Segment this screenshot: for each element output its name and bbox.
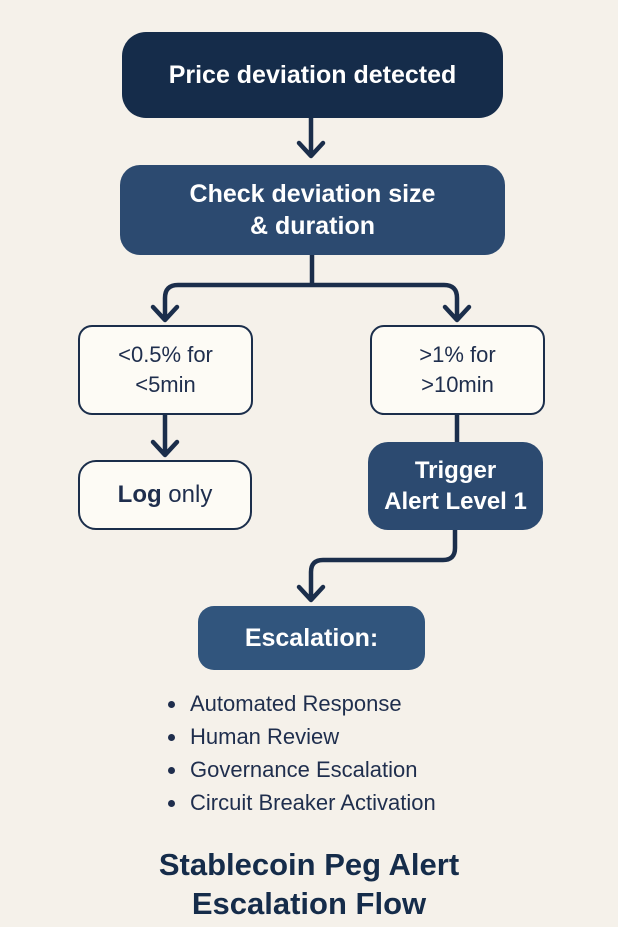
node-label: Price deviation detected: [168, 60, 457, 89]
node-label: Log only: [118, 481, 213, 509]
node-escalation: Escalation:: [198, 606, 425, 670]
node-condition-minor: <0.5% for <5min: [78, 325, 253, 415]
page-title-line1: Stablecoin Peg Alert: [158, 847, 460, 882]
list-item: Circuit Breaker Activation: [188, 786, 436, 819]
list-item: Governance Escalation: [188, 753, 436, 786]
list-item: Automated Response: [188, 687, 436, 720]
connector-start-to-check: [296, 115, 326, 159]
connector-trigger-to-escalation: [296, 527, 458, 603]
node-label-line1: >1% for: [419, 342, 496, 367]
node-label: Escalation:: [244, 623, 379, 652]
node-label-line2: >10min: [421, 372, 494, 397]
connector-branch-split: [150, 252, 472, 323]
node-label-line1: <0.5% for: [118, 342, 213, 367]
node-label-emphasis: Log: [117, 481, 162, 508]
connector-minor-to-log: [150, 412, 180, 458]
page-title: Stablecoin Peg Alert Escalation Flow: [0, 845, 618, 923]
node-check-deviation: Check deviation size & duration: [120, 165, 505, 255]
escalation-bullet-list: Automated Response Human Review Governan…: [158, 687, 436, 819]
node-condition-major: >1% for >10min: [370, 325, 545, 415]
list-item: Human Review: [188, 720, 436, 753]
node-label-line2: Alert Level 1: [384, 488, 527, 515]
node-label-line1: Trigger: [414, 457, 497, 484]
node-label-line2: & duration: [250, 212, 375, 240]
node-label-line1: Check deviation size: [189, 180, 436, 208]
node-price-deviation-detected: Price deviation detected: [122, 32, 503, 118]
node-label-rest: only: [161, 481, 213, 508]
node-log-only: Log only: [78, 460, 252, 530]
node-label-line2: <5min: [135, 372, 196, 397]
node-trigger-alert-level-1: Trigger Alert Level 1: [368, 442, 543, 530]
page-title-line2: Escalation Flow: [191, 886, 427, 921]
